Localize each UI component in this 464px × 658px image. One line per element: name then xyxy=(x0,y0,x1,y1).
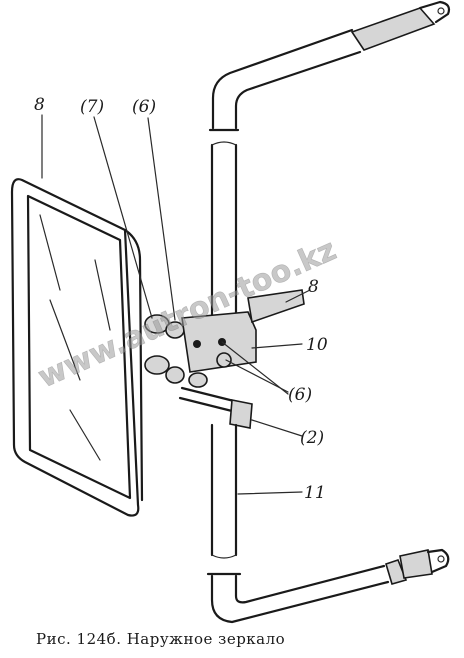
hinge-assembly xyxy=(144,289,305,429)
rod-upper xyxy=(210,141,238,320)
callout-nut: 10 xyxy=(306,335,328,355)
mirror-housing xyxy=(10,178,144,517)
leader-lines xyxy=(41,114,311,495)
rod-lower xyxy=(210,423,238,559)
callout-washer-top: (6) xyxy=(132,97,156,117)
lower-arm xyxy=(206,548,450,624)
callout-washers-right: (6) xyxy=(288,385,312,405)
figure-caption: Рис. 124б. Наружное зеркало xyxy=(36,630,285,648)
watermark-text: www.autron-too.kz xyxy=(33,232,342,395)
upper-arm xyxy=(208,0,451,132)
callout-bracket: 8 xyxy=(308,277,319,297)
callout-mirror: 8 xyxy=(34,95,45,115)
callout-rod: 11 xyxy=(304,483,326,503)
callout-bolt: (2) xyxy=(300,428,324,448)
callout-washer-left: (7) xyxy=(80,97,104,117)
